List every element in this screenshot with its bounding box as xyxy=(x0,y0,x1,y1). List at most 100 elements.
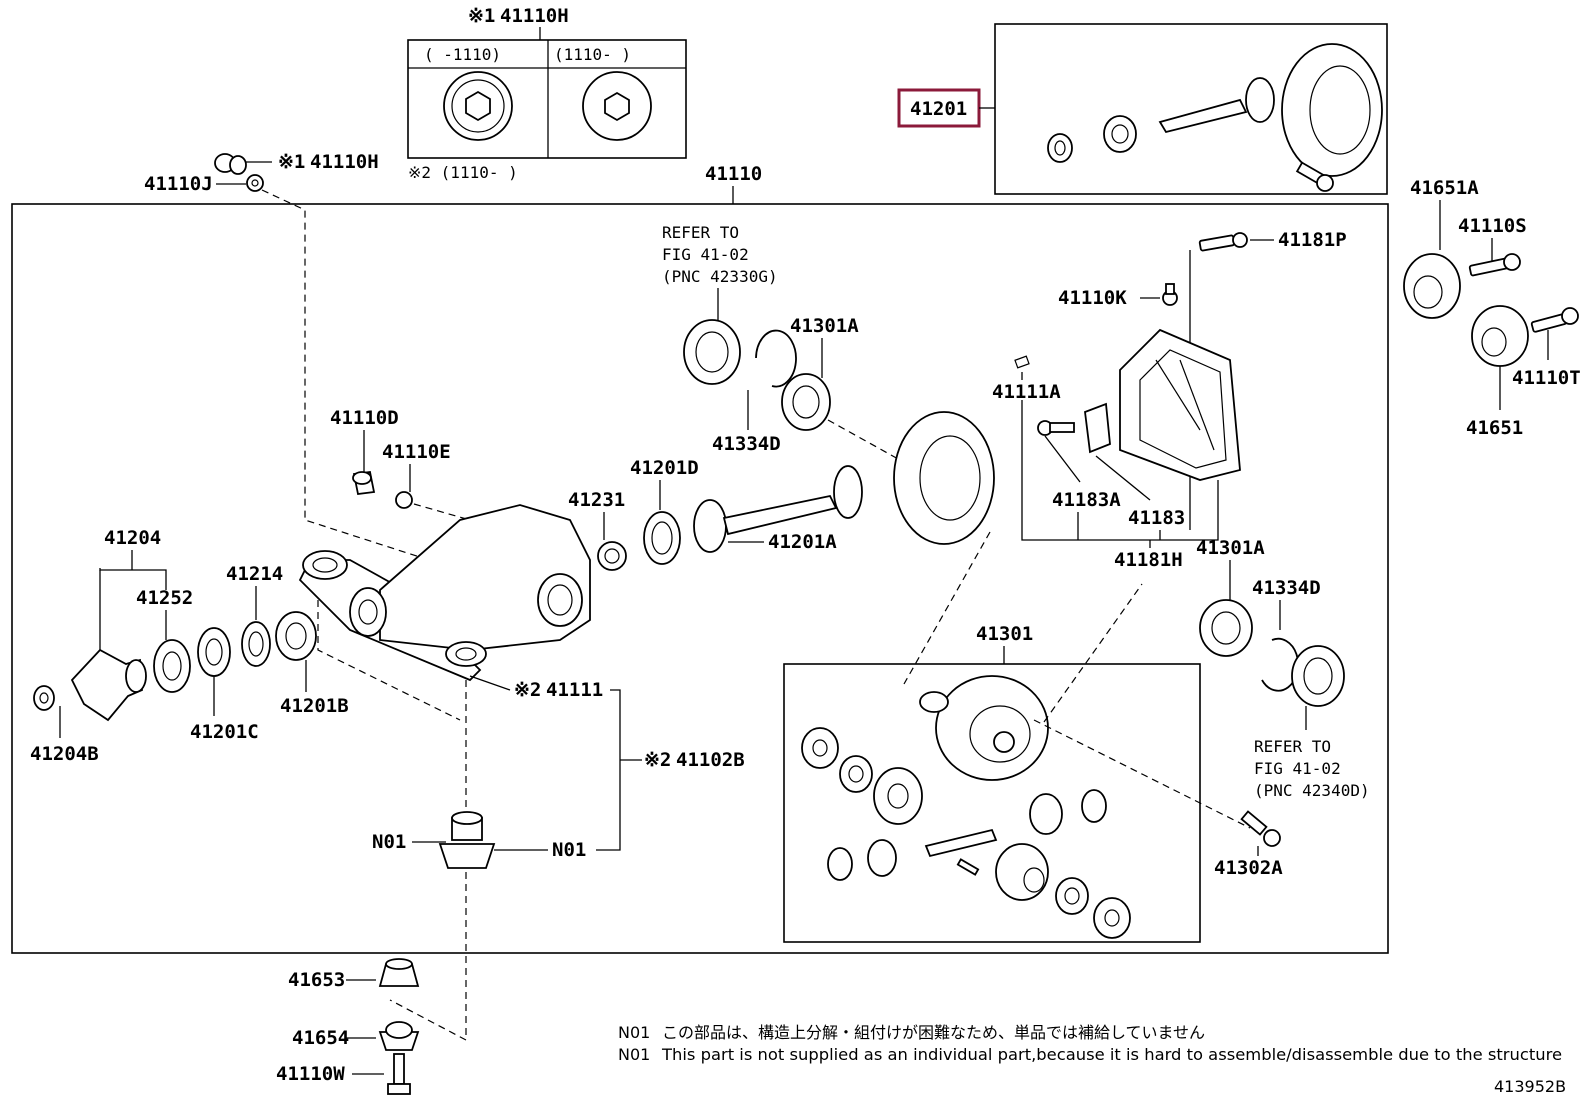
mark-1-label: ※1 xyxy=(468,5,495,27)
part-label-41301a-bottom[interactable]: 41301A xyxy=(1196,537,1265,559)
part-label-41111a[interactable]: 41111A xyxy=(992,381,1061,403)
thrust-washer-icon xyxy=(839,755,873,793)
side-gear-washer-icon xyxy=(1093,897,1131,939)
part-label-41204b[interactable]: 41204B xyxy=(30,743,99,765)
part-label-41110h-top[interactable]: 41110H xyxy=(500,5,569,27)
side-gear-icon xyxy=(995,843,1049,901)
part-label-41201a[interactable]: 41201A xyxy=(768,531,837,553)
part-label-41653[interactable]: 41653 xyxy=(288,969,345,991)
part-label-41110h-side[interactable]: 41110H xyxy=(310,151,379,173)
side-gear-icon xyxy=(873,767,923,825)
mark-2-note: ※2 (1110- ) xyxy=(408,163,518,182)
inset-41201: 41201 xyxy=(897,23,1388,195)
bolt-icon xyxy=(1530,307,1579,333)
part-label-41654[interactable]: 41654 xyxy=(292,1027,349,1049)
bearing-icon xyxy=(1103,115,1137,153)
part-label-41334d-top[interactable]: 41334D xyxy=(712,433,781,455)
main-assembly-frame xyxy=(11,203,1389,954)
pinion-gear-icon xyxy=(867,839,897,877)
refer-to-text: REFER TO xyxy=(662,223,739,242)
part-label-41110t[interactable]: 41110T xyxy=(1512,367,1581,389)
plate-icon xyxy=(1084,402,1111,454)
column-right-label: (1110- ) xyxy=(554,45,631,64)
part-label-41651[interactable]: 41651 xyxy=(1466,417,1523,439)
part-label-41111[interactable]: 41111 xyxy=(546,679,603,701)
differential-carrier-icon xyxy=(298,504,591,682)
bolt-icon xyxy=(1240,810,1281,847)
part-label-41110j[interactable]: 41110J xyxy=(144,173,213,195)
fig-ref-link[interactable]: FIG 41-02 xyxy=(662,245,749,264)
pinion-gear-icon xyxy=(1158,77,1275,134)
snap-ring-icon xyxy=(755,329,797,388)
bolt-icon xyxy=(214,153,247,175)
mount-stopper-icon xyxy=(378,958,420,987)
part-label-41110w[interactable]: 41110W xyxy=(276,1063,345,1085)
mark-2-label: ※2 xyxy=(514,679,541,701)
n01-left-label[interactable]: N01 xyxy=(372,831,406,853)
part-label-41183[interactable]: 41183 xyxy=(1128,507,1185,529)
part-label-41181p[interactable]: 41181P xyxy=(1278,229,1347,251)
bolt-icon xyxy=(1198,232,1248,252)
part-label-41110d[interactable]: 41110D xyxy=(330,407,399,429)
pinion-shaft-icon xyxy=(924,828,998,858)
bearing-icon xyxy=(275,611,317,661)
mount-bushing-icon xyxy=(438,811,496,869)
mark-1-label: ※1 xyxy=(278,151,305,173)
note-code-jp: N01 xyxy=(618,1023,650,1042)
nut-icon xyxy=(33,685,55,711)
breather-plug-icon xyxy=(1162,283,1178,306)
dynamic-damper-icon xyxy=(1471,305,1529,367)
pinion-washer-icon xyxy=(1081,789,1107,823)
part-label-41252[interactable]: 41252 xyxy=(136,587,193,609)
bearing-icon xyxy=(781,373,831,431)
note-text-jp: この部品は、構造上分解・組付けが困難なため、単品では補給していません xyxy=(662,1023,1205,1042)
washer-icon xyxy=(395,491,413,509)
part-label-41204[interactable]: 41204 xyxy=(104,527,161,549)
part-label-41201d[interactable]: 41201D xyxy=(630,457,699,479)
part-label-41102b[interactable]: 41102B xyxy=(676,749,745,771)
n01-right-label[interactable]: N01 xyxy=(552,839,586,861)
part-label-41334d-bottom[interactable]: 41334D xyxy=(1252,577,1321,599)
side-gear-washer-icon xyxy=(801,727,839,769)
bearing-icon xyxy=(1199,599,1253,657)
part-label-41302a[interactable]: 41302A xyxy=(1214,857,1283,879)
pin-icon xyxy=(956,858,980,876)
spacer-icon xyxy=(597,541,627,571)
bolt-icon xyxy=(1295,161,1334,192)
part-label-41181h[interactable]: 41181H xyxy=(1114,549,1183,571)
hex-nut-icon xyxy=(582,71,652,141)
part-label-41201b[interactable]: 41201B xyxy=(280,695,349,717)
bolt-icon xyxy=(1037,420,1075,436)
part-label-41301[interactable]: 41301 xyxy=(976,623,1033,645)
fig-ref-link[interactable]: FIG 41-02 xyxy=(1254,759,1341,778)
pinion-washer-icon xyxy=(827,847,853,881)
column-left-label: ( -1110) xyxy=(424,45,501,64)
seal-icon xyxy=(683,319,741,385)
part-label-41183a[interactable]: 41183A xyxy=(1052,489,1121,511)
hex-nut-icon xyxy=(443,71,513,141)
part-label-41110k[interactable]: 41110K xyxy=(1058,287,1127,309)
ring-gear-icon xyxy=(893,411,995,545)
pinion-gear-icon xyxy=(1029,793,1063,835)
ring-gear-icon xyxy=(1281,43,1383,177)
part-label-41301a-top[interactable]: 41301A xyxy=(790,315,859,337)
nut-icon xyxy=(1047,133,1073,163)
oil-slinger-icon xyxy=(241,621,271,667)
mark-2-label: ※2 xyxy=(644,749,671,771)
refer-note-42330g: REFER TO FIG 41-02 (PNC 42330G) xyxy=(662,223,778,322)
part-label-41231[interactable]: 41231 xyxy=(568,489,625,511)
part-label-41201[interactable]: 41201 xyxy=(910,98,967,120)
part-label-41110e[interactable]: 41110E xyxy=(382,441,451,463)
part-label-41110s[interactable]: 41110S xyxy=(1458,215,1527,237)
differential-case-icon xyxy=(919,675,1049,781)
part-label-41110[interactable]: 41110 xyxy=(705,163,762,185)
part-label-41214[interactable]: 41214 xyxy=(226,563,283,585)
part-label-41651a[interactable]: 41651A xyxy=(1410,177,1479,199)
part-label-41201c[interactable]: 41201C xyxy=(190,721,259,743)
washer-icon xyxy=(246,174,264,192)
bearing-icon xyxy=(197,627,231,677)
seal-icon xyxy=(1291,645,1345,707)
pinion-gear-icon xyxy=(693,465,863,553)
bolt-icon xyxy=(387,1053,411,1095)
